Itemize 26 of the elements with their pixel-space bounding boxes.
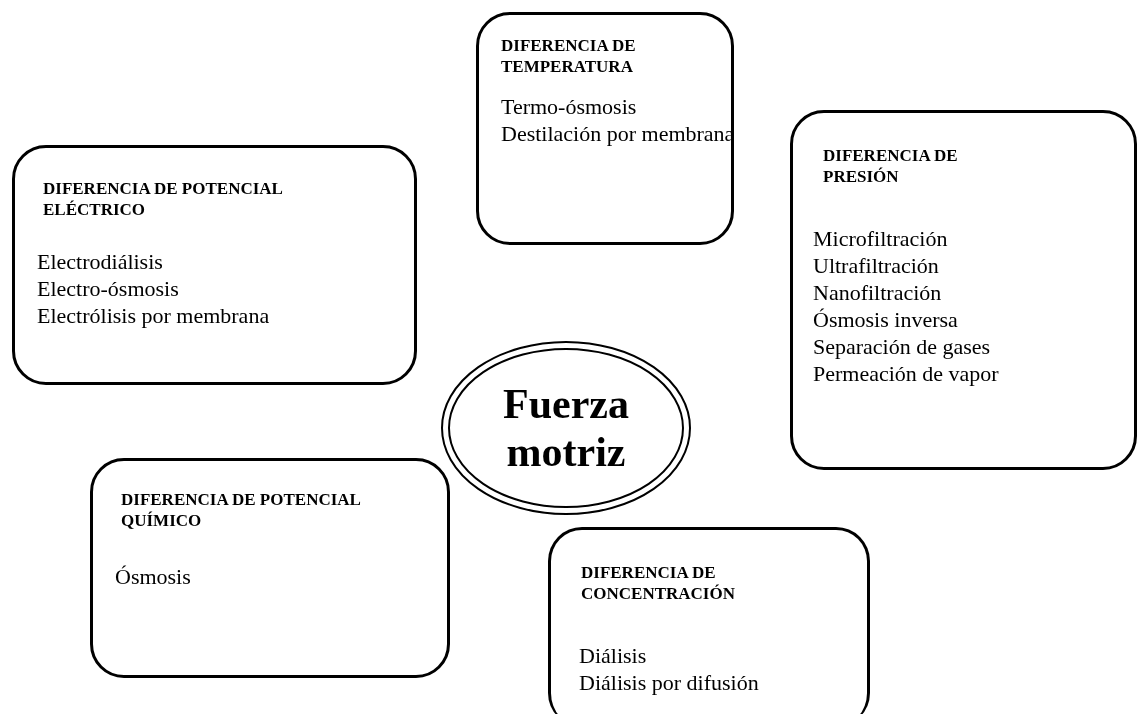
rounded-box — [548, 527, 870, 714]
rounded-box — [90, 458, 450, 678]
box-heading: DIFERENCIA DE TEMPERATURA — [501, 35, 637, 77]
list-item: Diálisis — [579, 642, 648, 669]
list-item: Permeación de vapor — [813, 360, 999, 387]
rounded-box — [476, 12, 734, 245]
list-item: Electro-ósmosis — [37, 275, 180, 302]
list-item: Electrólisis por membrana — [37, 302, 270, 329]
list-item: Diálisis por difusión — [579, 669, 759, 696]
list-item: Separación de gases — [813, 333, 992, 360]
list-item: Nanofiltración — [813, 279, 943, 306]
box-heading: DIFERENCIA DE POTENCIAL QUÍMICO — [121, 489, 361, 531]
box-heading: DIFERENCIA DE PRESIÓN — [823, 145, 959, 187]
list-item: Ultrafiltración — [813, 252, 940, 279]
list-item: Ósmosis — [115, 563, 191, 590]
list-item: Termo-ósmosis — [501, 93, 638, 120]
rounded-box — [12, 145, 417, 385]
list-item: Destilación por membrana — [501, 120, 735, 147]
rounded-box — [790, 110, 1137, 470]
box-heading: DIFERENCIA DE CONCENTRACIÓN — [581, 562, 736, 604]
box-heading: DIFERENCIA DE POTENCIAL ELÉCTRICO — [43, 178, 283, 220]
list-item: Microfiltración — [813, 225, 949, 252]
center-title: Fuerza motriz — [502, 380, 630, 476]
list-item: Ósmosis inversa — [813, 306, 959, 333]
double-ellipse — [440, 340, 692, 516]
list-item: Electrodiálisis — [37, 248, 164, 275]
